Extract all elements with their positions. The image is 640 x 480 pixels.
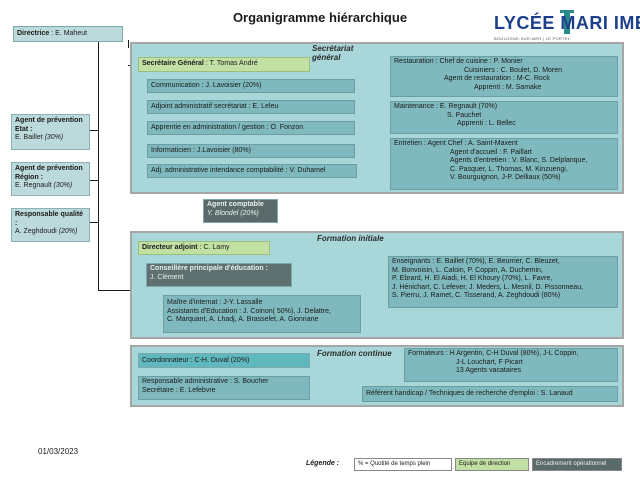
side-title: Agent de prévention Etat : [15, 117, 83, 133]
sg-name: T. Tomas André [209, 60, 258, 67]
section-title: Formation continue [317, 349, 392, 358]
formateurs-box: Formateurs : H Argentin, C-H Duval (80%)… [404, 348, 618, 382]
side-note: (20%) [58, 228, 78, 235]
maintenance-line: S. Pauchet [447, 111, 482, 119]
section-title: Formation initiale [317, 234, 384, 243]
adjoint-name: C. Lamy [203, 244, 230, 251]
logo-text: LYCÉE MARI IME [494, 13, 640, 33]
vie-scolaire-box: Maître d'internat : J-Y. Lassalle Assist… [163, 295, 361, 333]
vie-scolaire-line: Assistants d'Education : J. Coinon( 50%)… [167, 307, 331, 315]
formateurs-line: J-L Louchart, F Picart [456, 358, 523, 366]
restauration-line: Cuisiniers : C. Boulet, D. Moren [464, 66, 563, 74]
side-title: Agent de prévention Région : [15, 165, 83, 181]
legend-encadrement: Encadrement opérationnel [532, 458, 622, 471]
enseignants-line: M. Bonvoisin, L. Caloin, P. Coppin, A. D… [392, 266, 543, 274]
secretaire-general-box: Secrétaire Général : T. Tomas André [138, 57, 310, 72]
vie-scolaire-line: Maître d'internat : J-Y. Lassalle [167, 299, 263, 306]
legend-quotite: % = Quotité de temps plein [354, 458, 452, 471]
maintenance-box: Maintenance : E. Regnault (70%) S. Pauch… [390, 101, 618, 134]
adjoint-admin-box: Adjoint administratif secrétariat : E. L… [147, 100, 355, 114]
restauration-line: Restauration : Chef de cuisine : P. Moni… [394, 58, 523, 65]
side-name: E. Regnault [15, 182, 52, 189]
side-name: E. Baillet [15, 134, 43, 141]
apprentie-box: Apprentie en administration / gestion : … [147, 121, 355, 135]
side-title: Responsable qualité : [15, 211, 84, 227]
lycee-logo: LYCÉE MARI IME BOULOGNE-SUR-MER | LE POR… [494, 10, 640, 46]
page-title: Organigramme hiérarchique [232, 10, 408, 25]
referent-handicap-box: Référent handicap / Techniques de recher… [362, 386, 618, 402]
entretien-line: Agents d'entretien : V. Blanc, S. Delpla… [450, 157, 588, 164]
formateurs-line: 13 Agents vacataires [456, 367, 521, 374]
responsable-line: Responsable administrative : S. Boucher [142, 378, 269, 385]
enseignants-box: Enseignants : E. Baillet (70%), E. Beurr… [388, 256, 618, 308]
directrice-box: Directrice : E. Maheut [13, 26, 123, 42]
enseignants-line: J. Hénichart, C. Lefever, J. Meders, L. … [392, 283, 584, 291]
restauration-box: Restauration : Chef de cuisine : P. Moni… [390, 56, 618, 97]
legend-direction: Equipe de direction [455, 458, 529, 471]
directeur-adjoint-box: Directeur adjoint : C. Lamy [138, 241, 270, 255]
coordonnateur-box: Coordonnateur : C-H. Duval (20%) [138, 353, 310, 368]
restauration-line: Agent de restauration : M-C. Rock [444, 75, 550, 82]
logo-subtitle: BOULOGNE-SUR-MER | LE PORTEL [494, 36, 571, 41]
enseignants-line: P. Ebrard, H. El Aiadi, H. El Khoury (70… [392, 275, 553, 282]
entretien-line: Entretien : Agent Chef : A. Saint-Maxent [394, 140, 518, 147]
directrice-name: E. Maheut [55, 30, 88, 37]
restauration-line: Apprenti : M. Samake [474, 83, 542, 91]
document-date: 01/03/2023 [38, 447, 79, 456]
agent-comptable-box: Agent comptable Y. Blondel (20%) [203, 199, 278, 223]
enseignants-line: S. Pierru, J. Ramet, C. Tisserand, A. Ze… [392, 292, 561, 299]
side-note: (30%) [44, 134, 64, 141]
sg-label: Secrétaire Général [142, 60, 204, 67]
responsable-qualite-box: Responsable qualité : A. Zeghdoudi (20%) [11, 208, 90, 242]
formateurs-line: Formateurs : H Argentin, C-H Duval (80%)… [408, 350, 579, 357]
entretien-line: C. Pasquer, L. Thomas, M. Kinzuengi, [450, 165, 568, 173]
responsable-admin-box: Responsable administrative : S. Boucher … [138, 376, 310, 400]
cpe-name: J. Clément [150, 273, 184, 281]
directrice-label: Directrice [17, 30, 50, 37]
responsable-line: Secrétaire : E. Lefebvre [142, 386, 216, 394]
cpe-box: Conseillère principale d'éducation : J. … [146, 263, 292, 287]
communication-box: Communication : J. Lavoisier (20%) [147, 79, 355, 93]
comptable-label: Agent comptable [207, 201, 264, 208]
side-note: (30%) [53, 182, 73, 189]
adjoint-label: Directeur adjoint [142, 244, 198, 251]
entretien-box: Entretien : Agent Chef : A. Saint-Maxent… [390, 138, 618, 190]
entretien-line: V. Bourguignon, J-P. Delliaux (50%) [450, 174, 561, 181]
section-title: Secrétariat général [312, 44, 354, 62]
agent-prevention-etat-box: Agent de prévention Etat : E. Baillet (3… [11, 114, 90, 150]
entretien-line: Agent d'accueil : F. Paillart [450, 148, 532, 156]
agent-prevention-region-box: Agent de prévention Région : E. Regnault… [11, 162, 90, 196]
cpe-label: Conseillère principale d'éducation : [150, 265, 268, 272]
comptable-name: Y. Blondel (20%) [207, 209, 259, 217]
maintenance-line: Maintenance : E. Regnault (70%) [394, 103, 498, 110]
maintenance-line: Apprenti : L. Bellec [457, 120, 516, 127]
intendance-box: Adj. administrative intendance comptabil… [147, 164, 357, 178]
informaticien-box: Informaticien : J.Lavoisier (80%) [147, 144, 355, 158]
legend-label: Légende : [306, 460, 340, 467]
side-name: A. Zeghdoudi [15, 228, 57, 235]
enseignants-line: Enseignants : E. Baillet (70%), E. Beurr… [392, 258, 560, 265]
vie-scolaire-line: C. Marquant, A. Lhadj, A. Brasselet, A. … [167, 316, 319, 323]
